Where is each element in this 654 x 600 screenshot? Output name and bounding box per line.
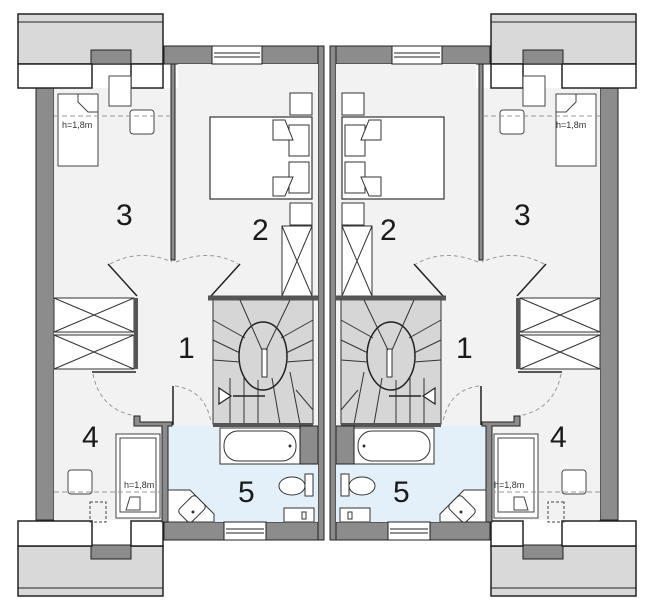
height-label-right-bottom: h=1,8m <box>494 480 524 490</box>
room-3-label-left: 3 <box>116 199 133 232</box>
height-label-right-top: h=1,8m <box>556 120 586 130</box>
room-4-label-right: 4 <box>550 421 567 454</box>
room-4-label-left: 4 <box>82 421 99 454</box>
room-1-label-right: 1 <box>456 332 473 365</box>
room-2-label-left: 2 <box>252 214 269 247</box>
room-3-label-right: 3 <box>514 199 531 232</box>
room-2-label-right: 2 <box>380 214 397 247</box>
room-1-label-left: 1 <box>178 332 195 365</box>
unit-right <box>330 14 636 596</box>
unit-left <box>18 14 324 596</box>
height-label-left-top: h=1,8m <box>62 120 92 130</box>
height-label-left-bottom: h=1,8m <box>124 480 154 490</box>
room-5-label-left: 5 <box>238 476 255 509</box>
room-5-label-right: 5 <box>393 476 410 509</box>
